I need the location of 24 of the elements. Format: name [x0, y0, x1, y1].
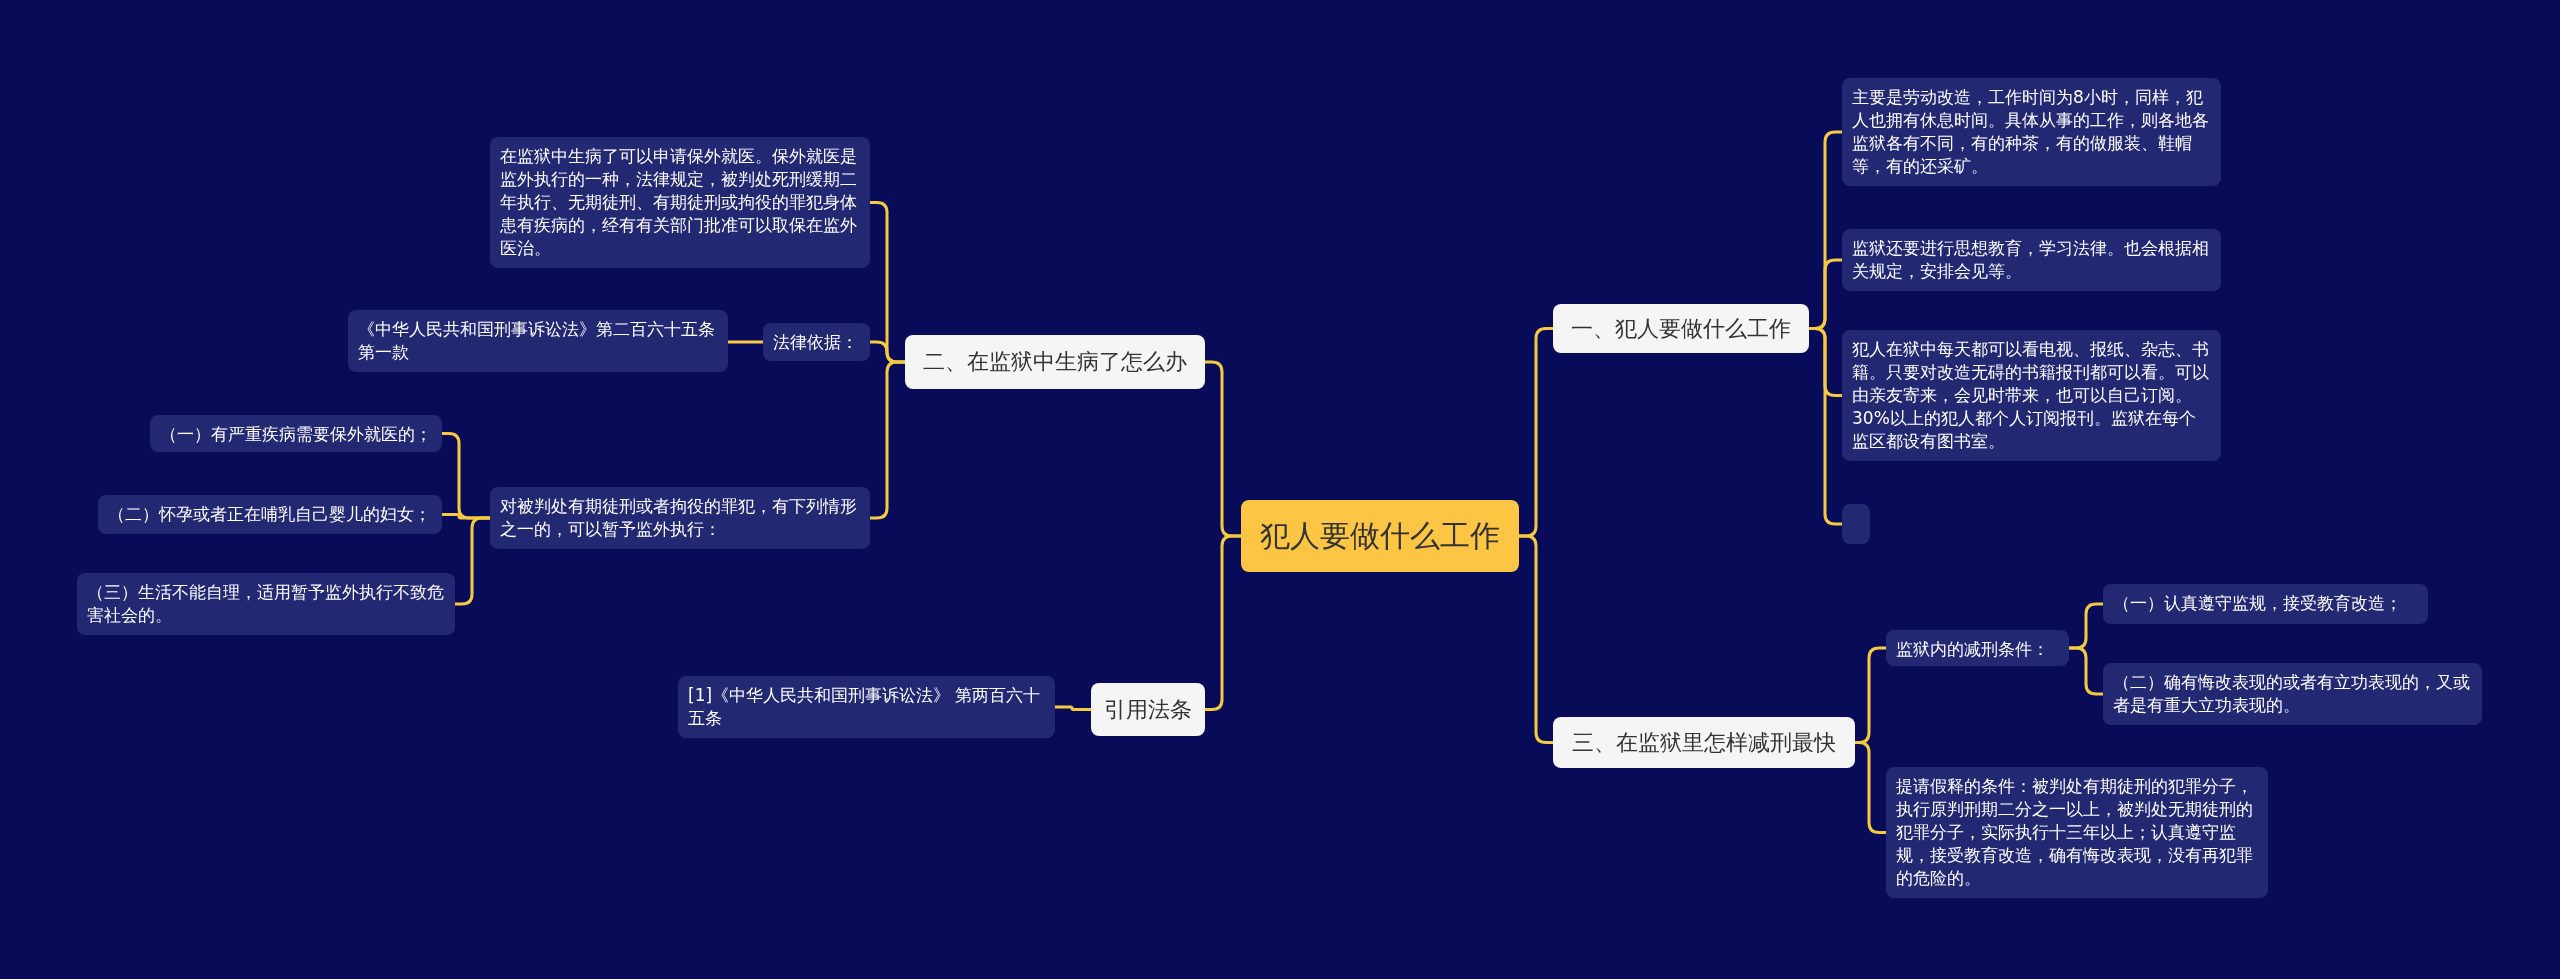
note-box: 法律依据： — [763, 323, 870, 361]
note-box: 监狱内的减刑条件： — [1886, 630, 2069, 666]
note-box: （二）怀孕或者正在哺乳自己婴儿的妇女； — [98, 495, 442, 534]
note-box: 提请假释的条件：被判处有期徒刑的犯罪分子，执行原判刑期二分之一以上，被判处无期徒刑的犯罪分子，实际执行十三年以上；认真遵守监规，接受教育改造，确有悔改表现，没有再犯罪的危险的。 — [1886, 767, 2268, 898]
connector-line — [1055, 705, 1091, 711]
branch-box: 二、在监狱中生病了怎么办 — [905, 335, 1205, 389]
connector-line — [2069, 646, 2103, 696]
note-box: （一）有严重疾病需要保外就医的； — [150, 415, 442, 452]
note-box: 《中华人民共和国刑事诉讼法》第二百六十五条第一款 — [348, 310, 728, 372]
branch-box: 一、犯人要做什么工作 — [1553, 304, 1809, 353]
branch-box: 三、在监狱里怎样减刑最快 — [1553, 717, 1855, 768]
note-box: 在监狱中生病了可以申请保外就医。保外就医是监外执行的一种，法律规定，被判处死刑缓期二年执行、无期徒刑、有期徒刑或拘役的罪犯身体患有疾病的，经有有关部门批准可以取保在监外医治。 — [490, 137, 870, 268]
connector-line — [728, 340, 763, 344]
note-box: [1]《中华人民共和国刑事诉讼法》 第两百六十五条 — [678, 676, 1055, 738]
note-box: （二）确有悔改表现的或者有立功表现的，又或者是有重大立功表现的。 — [2103, 663, 2482, 725]
note-box: 监狱还要进行思想教育，学习法律。也会根据相关规定，安排会见等。 — [1842, 229, 2221, 291]
note-box: 对被判处有期徒刑或者拘役的罪犯，有下列情形之一的，可以暂予监外执行： — [490, 487, 870, 549]
note-box — [1842, 504, 1870, 544]
note-box: 犯人在狱中每天都可以看电视、报纸、杂志、书籍。只要对改造无碍的书籍报刊都可以看。可以由亲友寄来，会见时带来，也可以自己订阅。30%以上的犯人都个人订阅报刊。监狱在每个监区都设有图书室。 — [1842, 330, 2221, 461]
note-box: 主要是劳动改造，工作时间为8小时，同样，犯人也拥有休息时间。具体从事的工作，则各地各监狱各有不同，有的种茶，有的做服装、鞋帽等，有的还采矿。 — [1842, 78, 2221, 186]
topic-box: 犯人要做什么工作 — [1241, 500, 1519, 572]
note-box: （一）认真遵守监规，接受教育改造； — [2103, 584, 2428, 624]
note-box: （三）生活不能自理，适用暂予监外执行不致危害社会的。 — [77, 573, 455, 635]
branch-box: 引用法条 — [1091, 683, 1205, 736]
